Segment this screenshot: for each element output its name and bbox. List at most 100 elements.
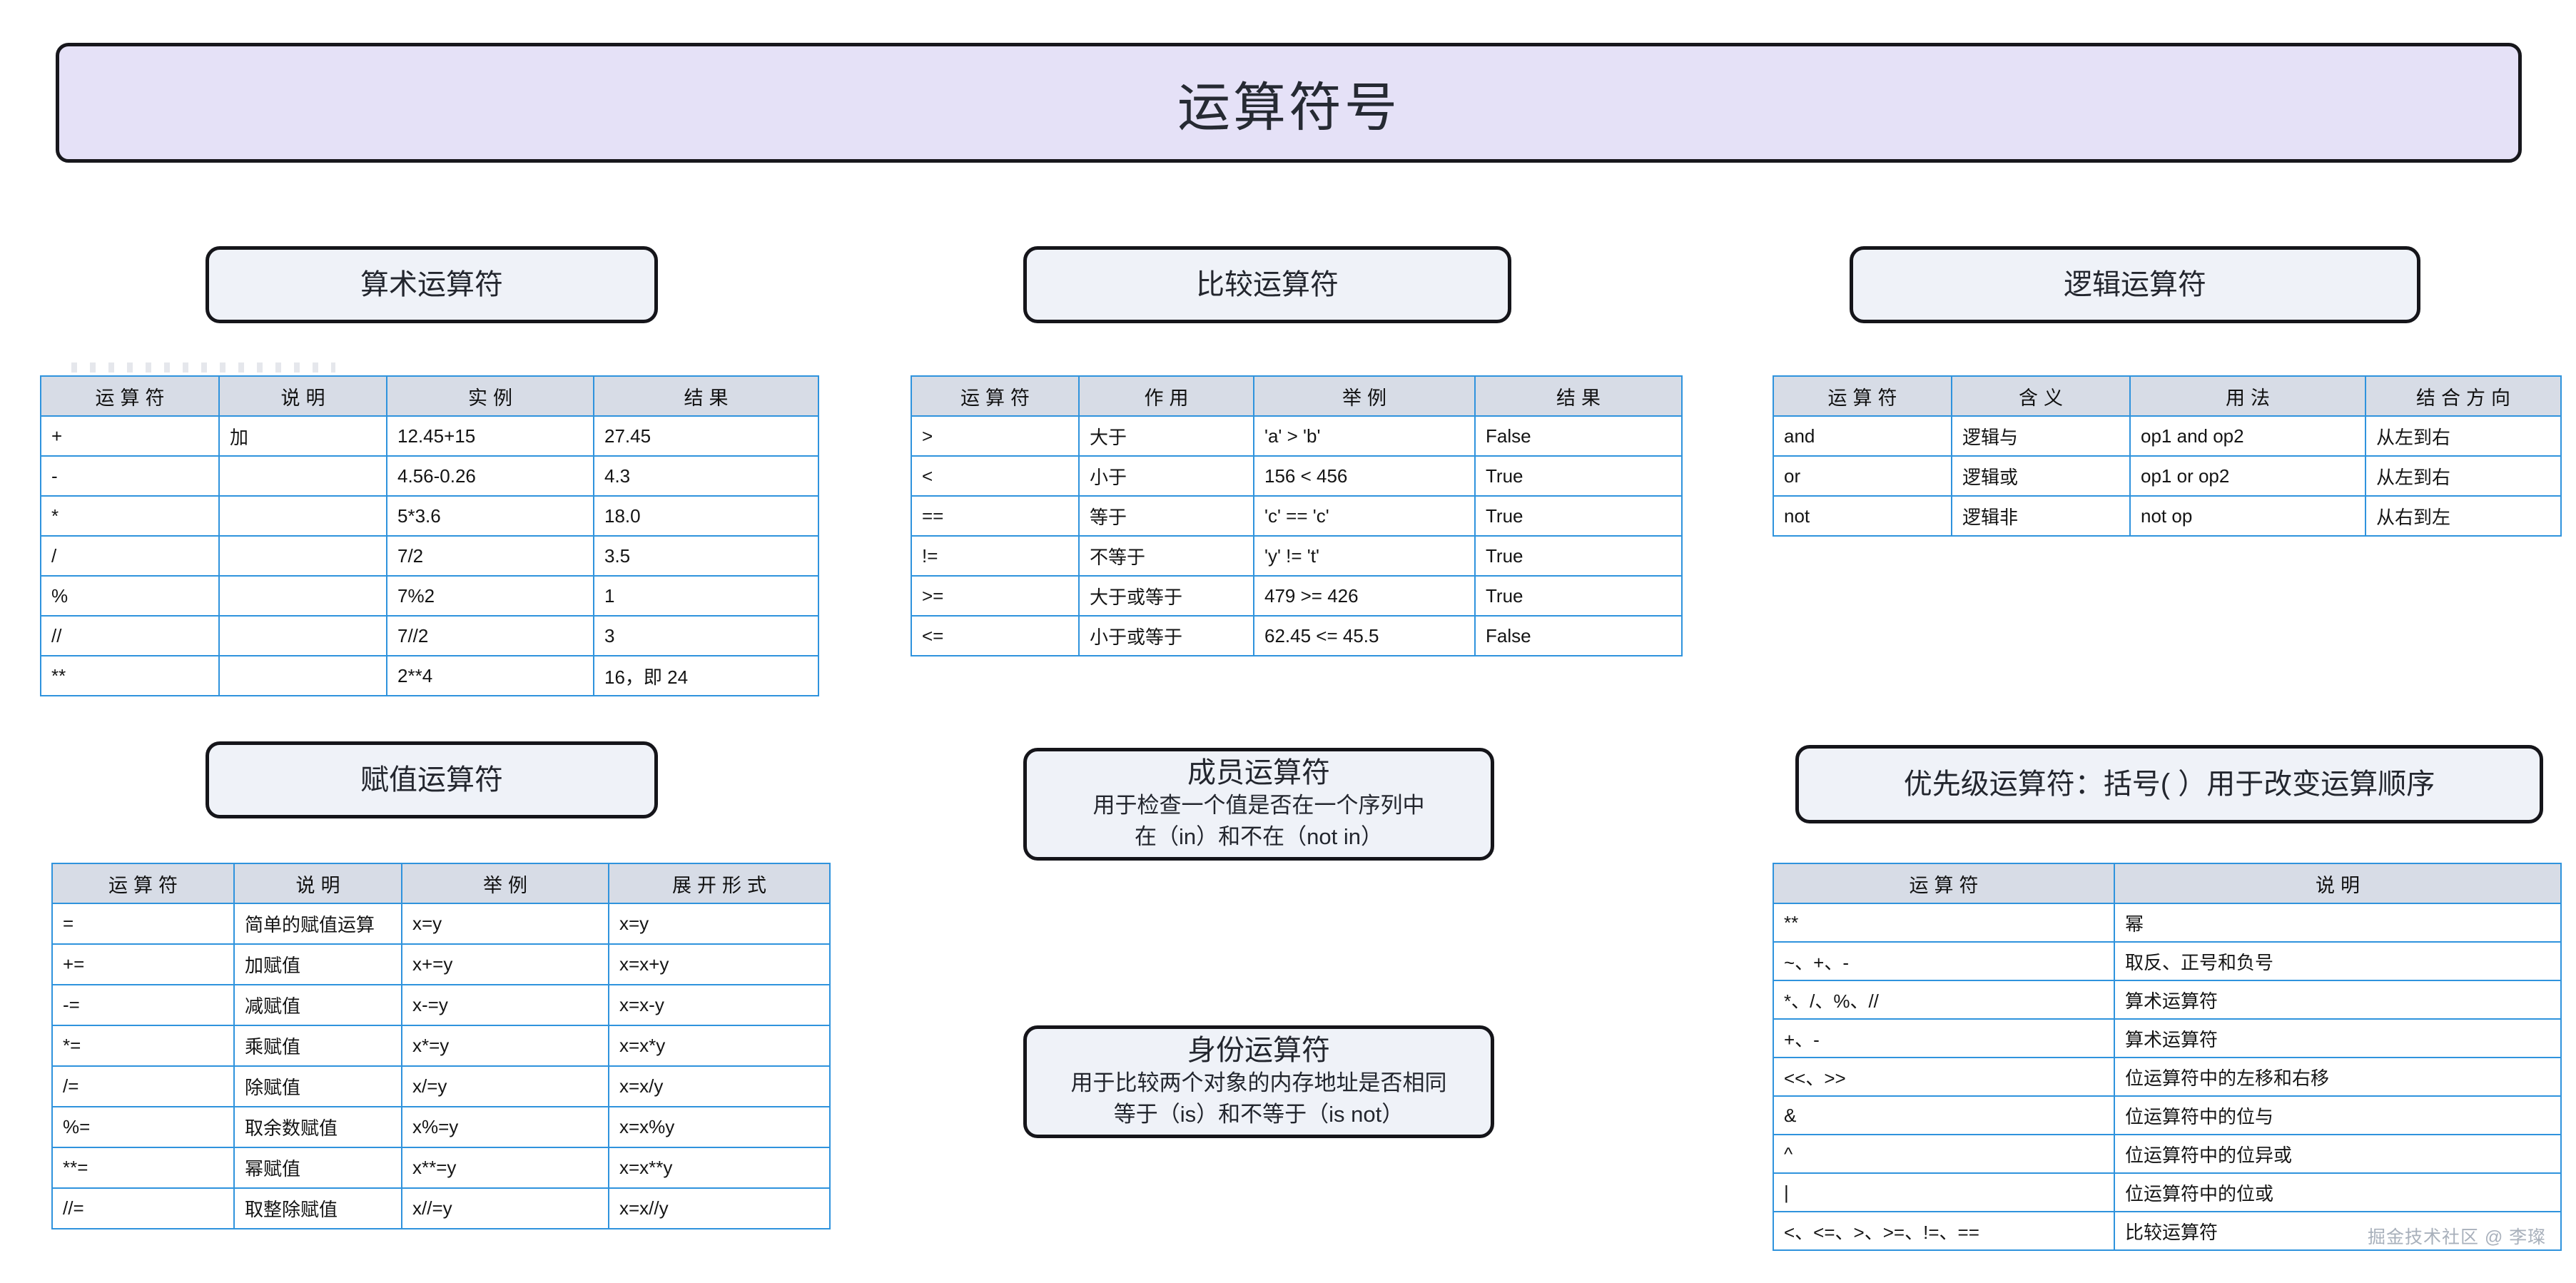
- cell-r3-c4: x=x-y: [608, 984, 831, 1026]
- cell-r3-c3: x-=y: [401, 984, 609, 1026]
- table-row: >大于'a' > 'b'False: [911, 415, 1683, 457]
- column-header-1: 运算符: [1773, 863, 2115, 904]
- cell-r6-c2: 位运算符中的位与: [2114, 1095, 2562, 1135]
- column-header-4: 结果: [1474, 375, 1683, 417]
- cell-r2-c4: True: [1474, 455, 1683, 497]
- cell-r6-c1: //: [40, 615, 220, 656]
- cell-r3-c2: 算术运算符: [2114, 980, 2562, 1020]
- section-title-assignment: 赋值运算符: [360, 764, 503, 796]
- cell-r3-c4: 18.0: [593, 495, 819, 537]
- cell-r9-c2: 比较运算符: [2114, 1211, 2562, 1251]
- column-header-2: 作用: [1078, 375, 1254, 417]
- section-header-arithmetic: 算术运算符: [206, 246, 658, 323]
- cell-r2-c3: x+=y: [401, 943, 609, 985]
- cell-r5-c1: /=: [51, 1065, 235, 1107]
- cell-r6-c2: 取余数赋值: [233, 1106, 402, 1148]
- cell-r4-c2: [218, 535, 387, 577]
- membership-description-line1: 用于检查一个值是否在一个序列中: [1092, 792, 1425, 818]
- column-header-1: 运算符: [911, 375, 1080, 417]
- cell-r5-c4: x=x/y: [608, 1065, 831, 1107]
- cell-r3-c2: [218, 495, 387, 537]
- cell-r6-c4: x=x%y: [608, 1106, 831, 1148]
- table-row: <、<=、>、>=、!=、==比较运算符: [1773, 1211, 2562, 1251]
- cell-r4-c2: 乘赋值: [233, 1025, 402, 1067]
- cell-r4-c4: x=x*y: [608, 1025, 831, 1067]
- cell-r1-c1: **: [1773, 903, 2115, 943]
- cell-r3-c2: 逻辑非: [1951, 495, 2131, 537]
- section-title-comparison: 比较运算符: [1196, 269, 1339, 300]
- table-head: 运算符说明: [1773, 863, 2562, 904]
- column-header-1: 运算符: [51, 863, 235, 904]
- section-card-membership: 成员运算符 用于检查一个值是否在一个序列中 在（in）和不在（not in）: [1023, 748, 1494, 861]
- column-header-2: 说明: [233, 863, 402, 904]
- table-row: ~、+、-取反、正号和负号: [1773, 941, 2562, 981]
- column-header-2: 含义: [1951, 375, 2131, 417]
- section-header-logical: 逻辑运算符: [1850, 246, 2420, 323]
- cell-r2-c3: op1 or op2: [2129, 455, 2366, 497]
- section-header-assignment: 赋值运算符: [206, 741, 658, 818]
- column-header-1: 运算符: [40, 375, 220, 417]
- cell-r2-c2: 逻辑或: [1951, 455, 2131, 497]
- cell-r5-c3: 479 >= 426: [1253, 575, 1476, 617]
- table-row: <<、>>位运算符中的左移和右移: [1773, 1057, 2562, 1097]
- cell-r1-c1: +: [40, 415, 220, 457]
- cell-r1-c4: x=y: [608, 903, 831, 945]
- cell-r8-c4: x=x//y: [608, 1187, 831, 1229]
- table-row: ==等于'c' == 'c'True: [911, 495, 1683, 537]
- cell-r7-c3: 2**4: [386, 655, 594, 696]
- cell-r7-c2: [218, 655, 387, 696]
- table-row: **幂: [1773, 903, 2562, 943]
- cell-r3-c2: 等于: [1078, 495, 1254, 537]
- cell-r1-c2: 幂: [2114, 903, 2562, 943]
- cell-r2-c3: 156 < 456: [1253, 455, 1476, 497]
- cell-r4-c1: !=: [911, 535, 1080, 577]
- cell-r4-c2: 不等于: [1078, 535, 1254, 577]
- cell-r5-c4: True: [1474, 575, 1683, 617]
- cell-r6-c2: 小于或等于: [1078, 615, 1254, 656]
- table-head: 运算符说明举例展开形式: [51, 863, 831, 904]
- cell-r4-c2: 算术运算符: [2114, 1018, 2562, 1058]
- cell-r2-c1: or: [1773, 455, 1952, 497]
- section-title-logical: 逻辑运算符: [2064, 269, 2206, 300]
- cell-r1-c3: 12.45+15: [386, 415, 594, 457]
- cell-r7-c4: 16，即 24: [593, 655, 819, 696]
- cell-r1-c3: 'a' > 'b': [1253, 415, 1476, 457]
- cell-r2-c4: 从左到右: [2365, 455, 2562, 497]
- cell-r4-c1: /: [40, 535, 220, 577]
- cell-r8-c1: //=: [51, 1187, 235, 1229]
- cell-r2-c1: +=: [51, 943, 235, 985]
- cell-r6-c1: &: [1773, 1095, 2115, 1135]
- cell-r7-c2: 位运算符中的位异或: [2114, 1134, 2562, 1174]
- section-card-identity: 身份运算符 用于比较两个对象的内存地址是否相同 等于（is）和不等于（is no…: [1023, 1025, 1494, 1138]
- cell-r1-c3: op1 and op2: [2129, 415, 2366, 457]
- section-title-identity: 身份运算符: [1187, 1034, 1330, 1066]
- cell-r1-c4: 从左到右: [2365, 415, 2562, 457]
- cell-r6-c2: [218, 615, 387, 656]
- cell-r6-c1: <=: [911, 615, 1080, 656]
- cell-r2-c2: 取反、正号和负号: [2114, 941, 2562, 981]
- cell-r3-c3: not op: [2129, 495, 2366, 537]
- section-header-comparison: 比较运算符: [1023, 246, 1511, 323]
- table-row: +、-算术运算符: [1773, 1018, 2562, 1058]
- cell-r2-c4: 4.3: [593, 455, 819, 497]
- cell-r8-c1: |: [1773, 1172, 2115, 1212]
- cell-r7-c4: x=x**y: [608, 1147, 831, 1189]
